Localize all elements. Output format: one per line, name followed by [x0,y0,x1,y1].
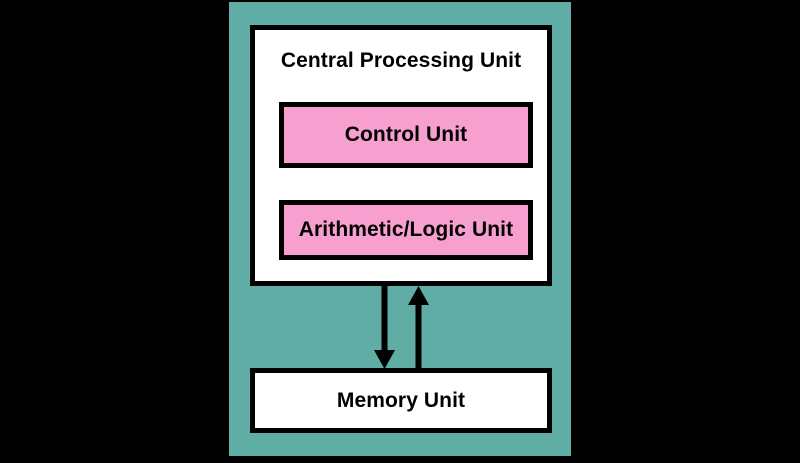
arithmetic-logic-unit-box: Arithmetic/Logic Unit [279,200,533,260]
control-unit-label: Control Unit [344,123,468,146]
arithmetic-logic-unit-label: Arithmetic/Logic Unit [298,218,514,241]
memory-unit-box: Memory Unit [250,368,552,433]
memory-unit-label: Memory Unit [336,388,466,412]
cpu-title: Central Processing Unit [280,49,522,72]
control-unit-box: Control Unit [279,102,533,168]
cpu-box: Central Processing Unit Control Unit Ari… [250,25,552,286]
